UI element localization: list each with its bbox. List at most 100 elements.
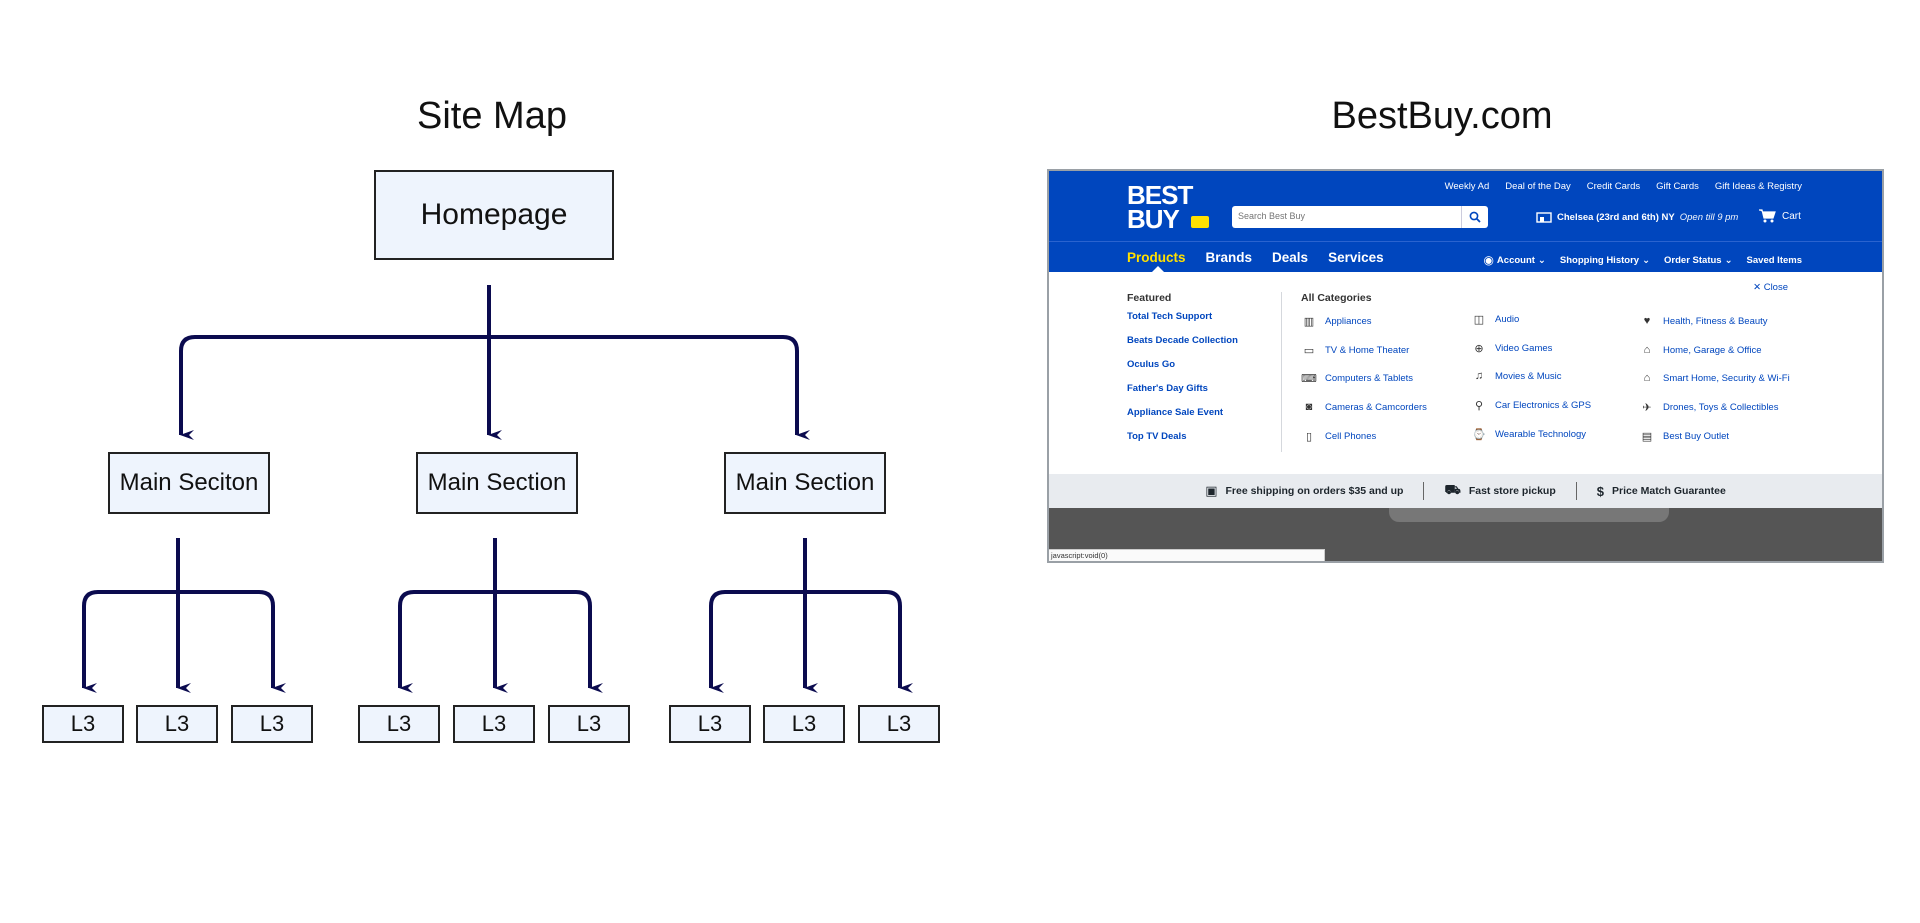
utility-link[interactable]: Gift Cards bbox=[1656, 181, 1699, 192]
dollar-icon: $ bbox=[1596, 483, 1604, 499]
featured-link[interactable]: Beats Decade Collection bbox=[1127, 335, 1238, 346]
l3-node: L3 bbox=[231, 705, 313, 743]
nav-services[interactable]: Services bbox=[1328, 250, 1384, 265]
camera-icon: ◙ bbox=[1305, 401, 1313, 413]
l3-node: L3 bbox=[136, 705, 218, 743]
logo-tag-icon bbox=[1191, 216, 1209, 228]
cart-button[interactable]: Cart bbox=[1758, 209, 1801, 223]
user-icon: ◉ bbox=[1483, 253, 1494, 267]
category-link[interactable]: ⌨Computers & Tablets bbox=[1301, 371, 1413, 385]
tv-icon: ▭ bbox=[1303, 344, 1315, 357]
utility-link[interactable]: Deal of the Day bbox=[1505, 181, 1571, 192]
nav-brands[interactable]: Brands bbox=[1205, 250, 1253, 265]
value-prop-label: Free shipping on orders $35 and up bbox=[1225, 485, 1404, 497]
category-link[interactable]: ♫Movies & Music bbox=[1471, 369, 1562, 383]
account-link-label: Shopping History bbox=[1559, 254, 1640, 266]
category-link[interactable]: ▤Best Buy Outlet bbox=[1639, 429, 1729, 443]
l3-node: L3 bbox=[763, 705, 845, 743]
account-link-label: Account bbox=[1496, 254, 1535, 266]
homepage-node: Homepage bbox=[374, 170, 614, 260]
l3-node: L3 bbox=[42, 705, 124, 743]
l3-node: L3 bbox=[669, 705, 751, 743]
watch-icon: ⌚ bbox=[1472, 428, 1486, 441]
category-label: TV & Home Theater bbox=[1325, 344, 1410, 356]
l3-node: L3 bbox=[453, 705, 535, 743]
category-link[interactable]: ⊕ Video Games bbox=[1471, 341, 1552, 355]
close-label: Close bbox=[1763, 282, 1788, 293]
gamepad-icon: ⊕ bbox=[1474, 342, 1484, 355]
chevron-down-icon: ⌄ bbox=[1537, 254, 1546, 266]
cart-label: Cart bbox=[1782, 210, 1801, 222]
sitemap-heading: Site Map bbox=[417, 95, 567, 137]
bestbuy-screenshot: BEST BUY Weekly Ad Deal of the Day Credit … bbox=[1047, 169, 1884, 563]
featured-link[interactable]: Appliance Sale Event bbox=[1127, 407, 1224, 418]
bb-header: BEST BUY Weekly Ad Deal of the Day Credit … bbox=[1049, 171, 1882, 272]
utility-link[interactable]: Credit Cards bbox=[1586, 181, 1641, 192]
category-link[interactable]: ⚲Car Electronics & GPS bbox=[1471, 398, 1591, 412]
main-nav: Products Brands Deals Services bbox=[1127, 250, 1384, 265]
featured-link[interactable]: Oculus Go bbox=[1127, 359, 1176, 370]
search-input[interactable] bbox=[1232, 206, 1469, 226]
main-section-node: Main Section bbox=[416, 452, 578, 514]
category-label: Cell Phones bbox=[1325, 430, 1377, 442]
category-link[interactable]: ⌂ Smart Home, Security & Wi-Fi bbox=[1639, 371, 1790, 385]
value-prop: $Price Match Guarantee bbox=[1577, 484, 1746, 499]
allcat-heading: All Categories bbox=[1301, 292, 1372, 304]
l3-node: L3 bbox=[858, 705, 940, 743]
account-link[interactable]: Saved Items bbox=[1747, 255, 1802, 266]
category-link[interactable]: ▥Appliances bbox=[1301, 314, 1372, 328]
featured-link[interactable]: Father's Day Gifts bbox=[1127, 383, 1208, 394]
category-link[interactable]: ◫Audio bbox=[1471, 312, 1520, 326]
search-box bbox=[1232, 206, 1488, 228]
account-link[interactable]: Order Status⌄ bbox=[1664, 255, 1733, 266]
nav-deals[interactable]: Deals bbox=[1272, 250, 1309, 265]
outlet-icon: ▤ bbox=[1641, 430, 1653, 443]
category-label: Movies & Music bbox=[1495, 370, 1562, 382]
category-link[interactable]: ▭ TV & Home Theater bbox=[1301, 343, 1410, 357]
account-link[interactable]: ◉Account⌄ bbox=[1483, 253, 1545, 267]
store-icon bbox=[1536, 212, 1552, 223]
nav-products[interactable]: Products bbox=[1127, 250, 1186, 265]
search-button[interactable] bbox=[1461, 206, 1488, 228]
l3-node: L3 bbox=[358, 705, 440, 743]
category-label: Cameras & Camcorders bbox=[1325, 401, 1427, 413]
account-links: ◉Account⌄Shopping History⌄Order Status⌄S… bbox=[1483, 253, 1802, 267]
account-link[interactable]: Shopping History⌄ bbox=[1560, 255, 1650, 266]
category-label: Drones, Toys & Collectibles bbox=[1663, 401, 1779, 413]
featured-link[interactable]: Total Tech Support bbox=[1127, 311, 1213, 322]
close-button[interactable]: ✕ Close bbox=[1753, 282, 1788, 293]
featured-link[interactable]: Top TV Deals bbox=[1127, 431, 1187, 442]
category-label: Smart Home, Security & Wi-Fi bbox=[1663, 372, 1790, 384]
home-icon: ⌂ bbox=[1643, 344, 1651, 356]
category-link[interactable]: ♥Health, Fitness & Beauty bbox=[1639, 314, 1768, 328]
utility-link[interactable]: Weekly Ad bbox=[1444, 181, 1490, 192]
category-link[interactable]: ⌚Wearable Technology bbox=[1471, 427, 1586, 441]
value-prop: ▣Free shipping on orders $35 and up bbox=[1185, 483, 1423, 499]
nav-active-caret bbox=[1152, 266, 1164, 272]
laptop-icon: ⌨ bbox=[1301, 372, 1317, 385]
category-label: Health, Fitness & Beauty bbox=[1663, 315, 1768, 327]
category-label: Car Electronics & GPS bbox=[1495, 399, 1592, 411]
utility-link[interactable]: Gift Ideas & Registry bbox=[1714, 181, 1802, 192]
store-locator[interactable]: Chelsea (23rd and 6th) NY Open till 9 pm bbox=[1536, 211, 1738, 223]
category-link[interactable]: ⌂Home, Garage & Office bbox=[1639, 343, 1762, 357]
main-section-node: Main Section bbox=[724, 452, 886, 514]
category-link[interactable]: ✈ Drones, Toys & Collectibles bbox=[1639, 400, 1778, 414]
category-grid: ▥Appliances ▭ TV & Home Theater ⌨Computers … bbox=[1301, 310, 1841, 460]
category-link[interactable]: ▯Cell Phones bbox=[1301, 429, 1376, 443]
smart-home-icon: ⌂ bbox=[1643, 372, 1651, 384]
category-label: Video Games bbox=[1495, 342, 1553, 354]
bestbuy-logo[interactable]: BEST BUY bbox=[1127, 182, 1193, 232]
featured-heading: Featured bbox=[1127, 292, 1172, 304]
truck-icon: ⛟ bbox=[1444, 482, 1461, 497]
category-label: Audio bbox=[1495, 313, 1520, 325]
category-link[interactable]: ◙ Cameras & Camcorders bbox=[1301, 400, 1427, 414]
main-section-node: Main Seciton bbox=[108, 452, 270, 514]
category-label: Appliances bbox=[1325, 315, 1372, 327]
status-bar: javascript:void(0) bbox=[1049, 549, 1325, 561]
drone-icon: ✈ bbox=[1642, 401, 1652, 414]
value-props-bar: ▣Free shipping on orders $35 and up⛟Fast… bbox=[1049, 474, 1882, 508]
